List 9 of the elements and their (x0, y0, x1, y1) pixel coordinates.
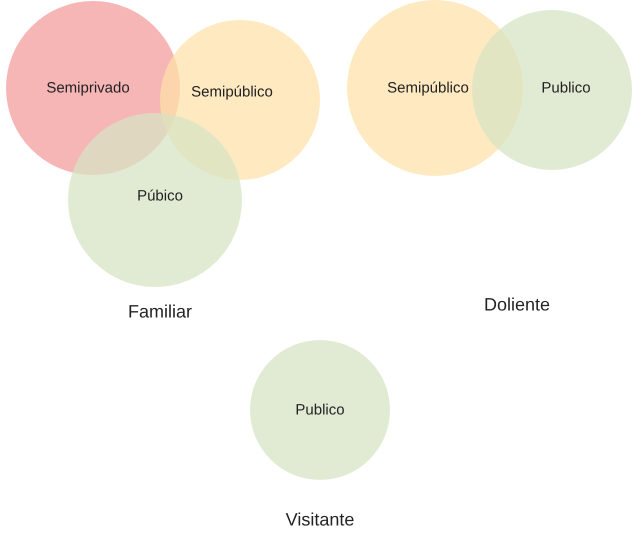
circle-label: Publico (295, 402, 345, 418)
circle-label: Semipúblico (387, 80, 469, 96)
circle-label: Publico (541, 80, 591, 96)
group-caption: Visitante (286, 510, 354, 530)
group-caption: Familiar (128, 302, 192, 322)
circle-label: Púbico (137, 188, 183, 204)
group-caption: Doliente (484, 294, 550, 316)
circle-label: Semipúblico (191, 84, 273, 100)
circle-label: Semiprivado (46, 80, 130, 96)
